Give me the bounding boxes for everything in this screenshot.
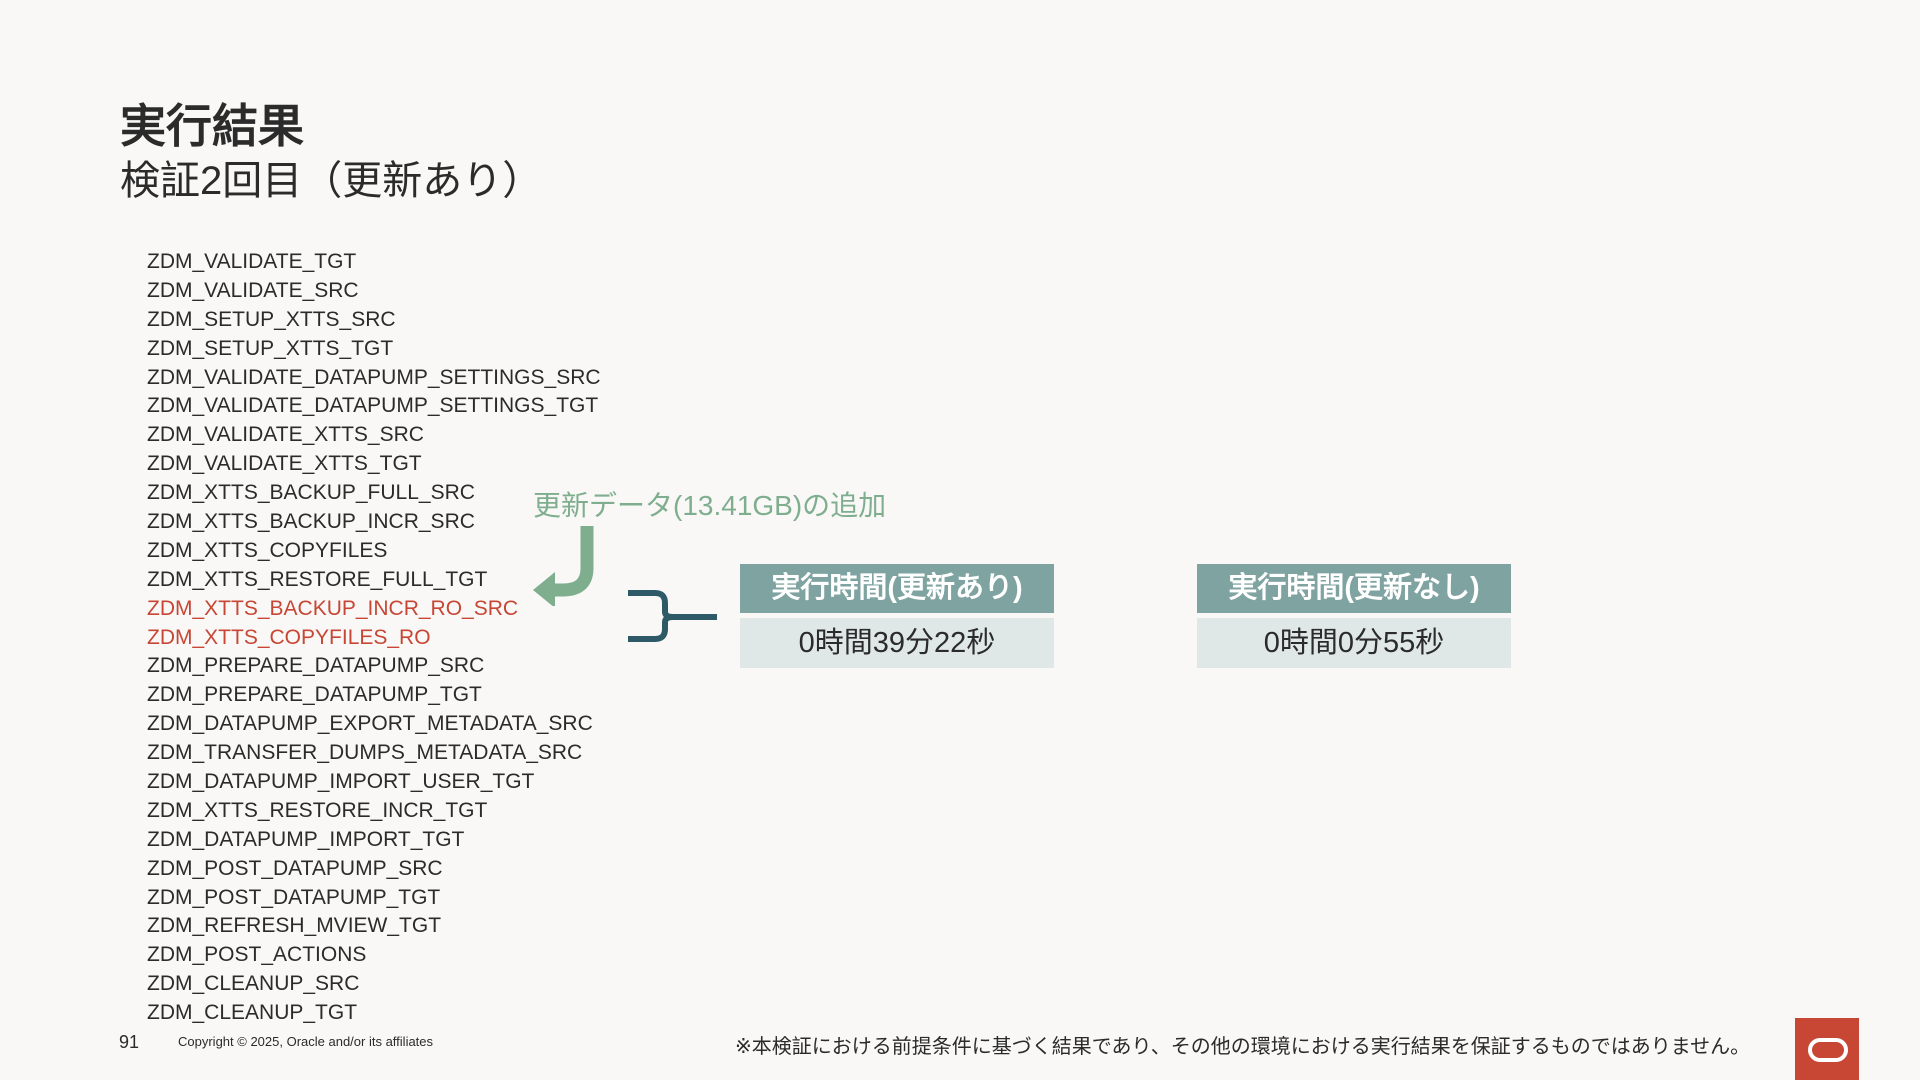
disclaimer-note: ※本検証における前提条件に基づく結果であり、その他の環境における実行結果を保証す… [735, 1036, 1751, 1058]
step-item: ZDM_TRANSFER_DUMPS_METADATA_SRC [147, 741, 583, 765]
result-box-value: 0時間0分55秒 [1197, 618, 1511, 668]
step-item: ZDM_CLEANUP_TGT [147, 1001, 358, 1025]
step-item: ZDM_DATAPUMP_IMPORT_USER_TGT [147, 770, 535, 794]
result-box-header: 実行時間(更新あり) [740, 564, 1054, 613]
step-item: ZDM_VALIDATE_XTTS_TGT [147, 452, 422, 476]
step-item: ZDM_VALIDATE_TGT [147, 250, 357, 273]
step-item: ZDM_PREPARE_DATAPUMP_SRC [147, 654, 485, 678]
step-item: ZDM_SETUP_XTTS_SRC [147, 307, 396, 331]
step-list: ZDM_VALIDATE_TGT ZDM_VALIDATE_SRC ZDM_SETU… [147, 248, 601, 1028]
step-item: ZDM_SETUP_XTTS_TGT [147, 336, 394, 360]
step-item: ZDM_DATAPUMP_IMPORT_TGT [147, 827, 465, 851]
right-brace-icon [628, 590, 717, 642]
step-item: ZDM_REFRESH_MVIEW_TGT [147, 914, 442, 938]
annotation-text: 更新データ(13.41GB)の追加 [533, 490, 887, 521]
step-item: ZDM_XTTS_BACKUP_INCR_SRC [147, 510, 475, 534]
step-item: ZDM_VALIDATE_SRC [147, 278, 359, 302]
step-item: ZDM_POST_DATAPUMP_SRC [147, 856, 443, 880]
result-box-without-update: 実行時間(更新なし) 0時間0分55秒 [1197, 564, 1511, 668]
step-item: ZDM_XTTS_COPYFILES [147, 538, 388, 562]
step-item: ZDM_VALIDATE_XTTS_SRC [147, 423, 424, 447]
step-item: ZDM_XTTS_BACKUP_INCR_RO_SRC [147, 596, 519, 620]
slide-title: 実行結果 [120, 100, 304, 152]
step-item: ZDM_POST_ACTIONS [147, 943, 367, 967]
copyright-text: Copyright © 2025, Oracle and/or its affi… [178, 1034, 434, 1049]
step-item: ZDM_XTTS_RESTORE_INCR_TGT [147, 798, 488, 822]
result-box-header: 実行時間(更新なし) [1197, 564, 1511, 613]
result-box-value: 0時間39分22秒 [740, 618, 1054, 668]
step-item: ZDM_XTTS_BACKUP_FULL_SRC [147, 481, 475, 505]
step-item: ZDM_DATAPUMP_EXPORT_METADATA_SRC [147, 712, 593, 736]
step-item: ZDM_VALIDATE_DATAPUMP_SETTINGS_SRC [147, 365, 601, 389]
step-item: ZDM_XTTS_RESTORE_FULL_TGT [147, 567, 488, 591]
step-item: ZDM_XTTS_COPYFILES_RO [147, 625, 431, 649]
step-item: ZDM_VALIDATE_DATAPUMP_SETTINGS_TGT [147, 394, 599, 418]
curved-arrow-down-left-icon [533, 526, 594, 606]
step-item: ZDM_CLEANUP_SRC [147, 972, 360, 996]
result-box-with-update: 実行時間(更新あり) 0時間39分22秒 [740, 564, 1054, 668]
page-number: 91 [119, 1032, 140, 1052]
oracle-logo-icon [1795, 1018, 1859, 1080]
step-item: ZDM_PREPARE_DATAPUMP_TGT [147, 683, 482, 707]
slide-subtitle: 検証2回目（更新あり） [120, 159, 543, 203]
step-item: ZDM_POST_DATAPUMP_TGT [147, 885, 441, 909]
